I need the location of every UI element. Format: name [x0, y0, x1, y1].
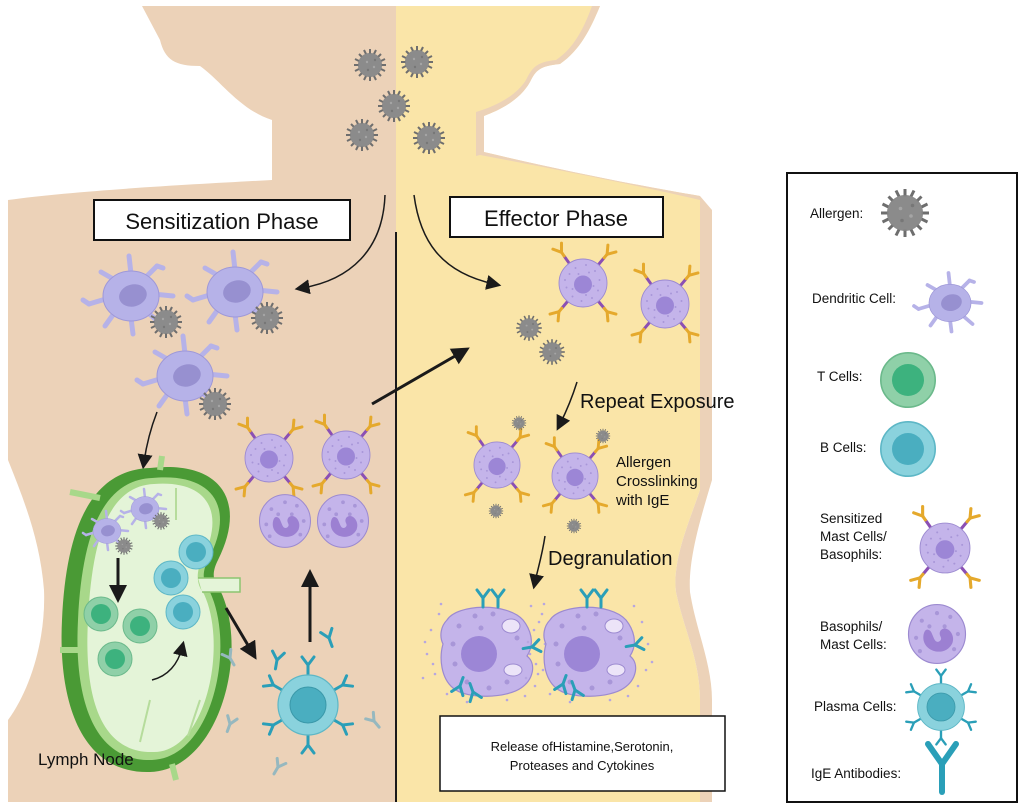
arrow-dendritic-to-lymph-node: [137, 411, 158, 470]
legend-label: Dendritic Cell:: [812, 291, 896, 306]
b-cell-icon: [879, 420, 937, 478]
arrow-degranulation: [529, 535, 546, 590]
legend-item-plasma-cells: Plasma Cells:: [814, 670, 976, 745]
sensitization-phase-label: Sensitization Phase: [125, 209, 318, 234]
effector-phase-title: Effector Phase: [449, 196, 664, 238]
legend-label: Sensitized: [820, 511, 882, 526]
crosslinking-label: Allergen Crosslinking with IgE: [615, 454, 698, 509]
mediator-release-box: Release ofHistamine,Serotonin, Proteases…: [439, 715, 726, 792]
basophil-icon: [316, 494, 370, 548]
basophil-icon: [907, 603, 967, 665]
ige-antibody-icon: [925, 741, 959, 795]
legend-label: B Cells:: [820, 440, 867, 455]
arrow-allergen-to-effector: [413, 194, 502, 290]
lymph-node: [60, 455, 241, 781]
t-cell-icon: [97, 641, 133, 677]
t-cell-icon: [879, 351, 937, 409]
body-outline-left-notch: [0, 460, 45, 720]
legend-item-sensitized-mast-cells: Sensitized Mast Cells/ Basophils:: [820, 507, 979, 588]
b-cell-icon: [165, 594, 201, 630]
b-cell-icon: [153, 560, 189, 596]
legend-item-b-cells: B Cells:: [820, 420, 937, 478]
legend-label: Allergen:: [810, 206, 863, 221]
sensitization-phase-title: Sensitization Phase: [93, 199, 351, 241]
arrow-to-effector-phase: [371, 347, 470, 406]
lymph-node-label: Lymph Node: [38, 750, 134, 769]
legend-item-ige-antibodies: IgE Antibodies:: [811, 741, 959, 795]
legend-label: Plasma Cells:: [814, 699, 897, 714]
legend-label: Mast Cells/: [820, 529, 887, 544]
legend-label: Basophils/: [820, 619, 883, 634]
legend-label: IgE Antibodies:: [811, 766, 901, 781]
legend-label: T Cells:: [817, 369, 863, 384]
legend-label: Basophils:: [820, 547, 882, 562]
legend: Allergen: Dendritic Cell: T Cells: B Cel…: [786, 172, 1018, 803]
t-cell-icon: [122, 608, 158, 644]
arrow-t-to-b-cell: [151, 640, 188, 681]
t-cell-icon: [83, 596, 119, 632]
repeat-exposure-label: Repeat Exposure: [580, 391, 735, 413]
degranulation-label: Degranulation: [548, 548, 673, 570]
arrow-repeat-exposure: [556, 381, 578, 431]
release-line2: Proteases and Cytokines: [510, 758, 655, 773]
legend-item-allergen: Allergen:: [810, 187, 931, 239]
legend-item-dendritic-cell: Dendritic Cell:: [812, 271, 984, 334]
b-cell-icon: [178, 534, 214, 570]
effector-phase-label: Effector Phase: [484, 206, 628, 231]
crosslinking-label-line2: Crosslinking: [616, 473, 698, 490]
legend-label: Mast Cells:: [820, 637, 887, 652]
arrow-allergen-to-dendritic: [294, 194, 386, 295]
arrow-lymph-to-plasma: [224, 607, 257, 660]
legend-item-basophils: Basophils/ Mast Cells:: [820, 603, 967, 665]
crosslinking-label-line3: with IgE: [615, 492, 669, 509]
release-line1: Release ofHistamine,Serotonin,: [491, 739, 674, 754]
legend-item-t-cells: T Cells:: [817, 351, 937, 409]
basophil-icon: [258, 494, 312, 548]
crosslinking-label-line1: Allergen: [616, 454, 671, 471]
